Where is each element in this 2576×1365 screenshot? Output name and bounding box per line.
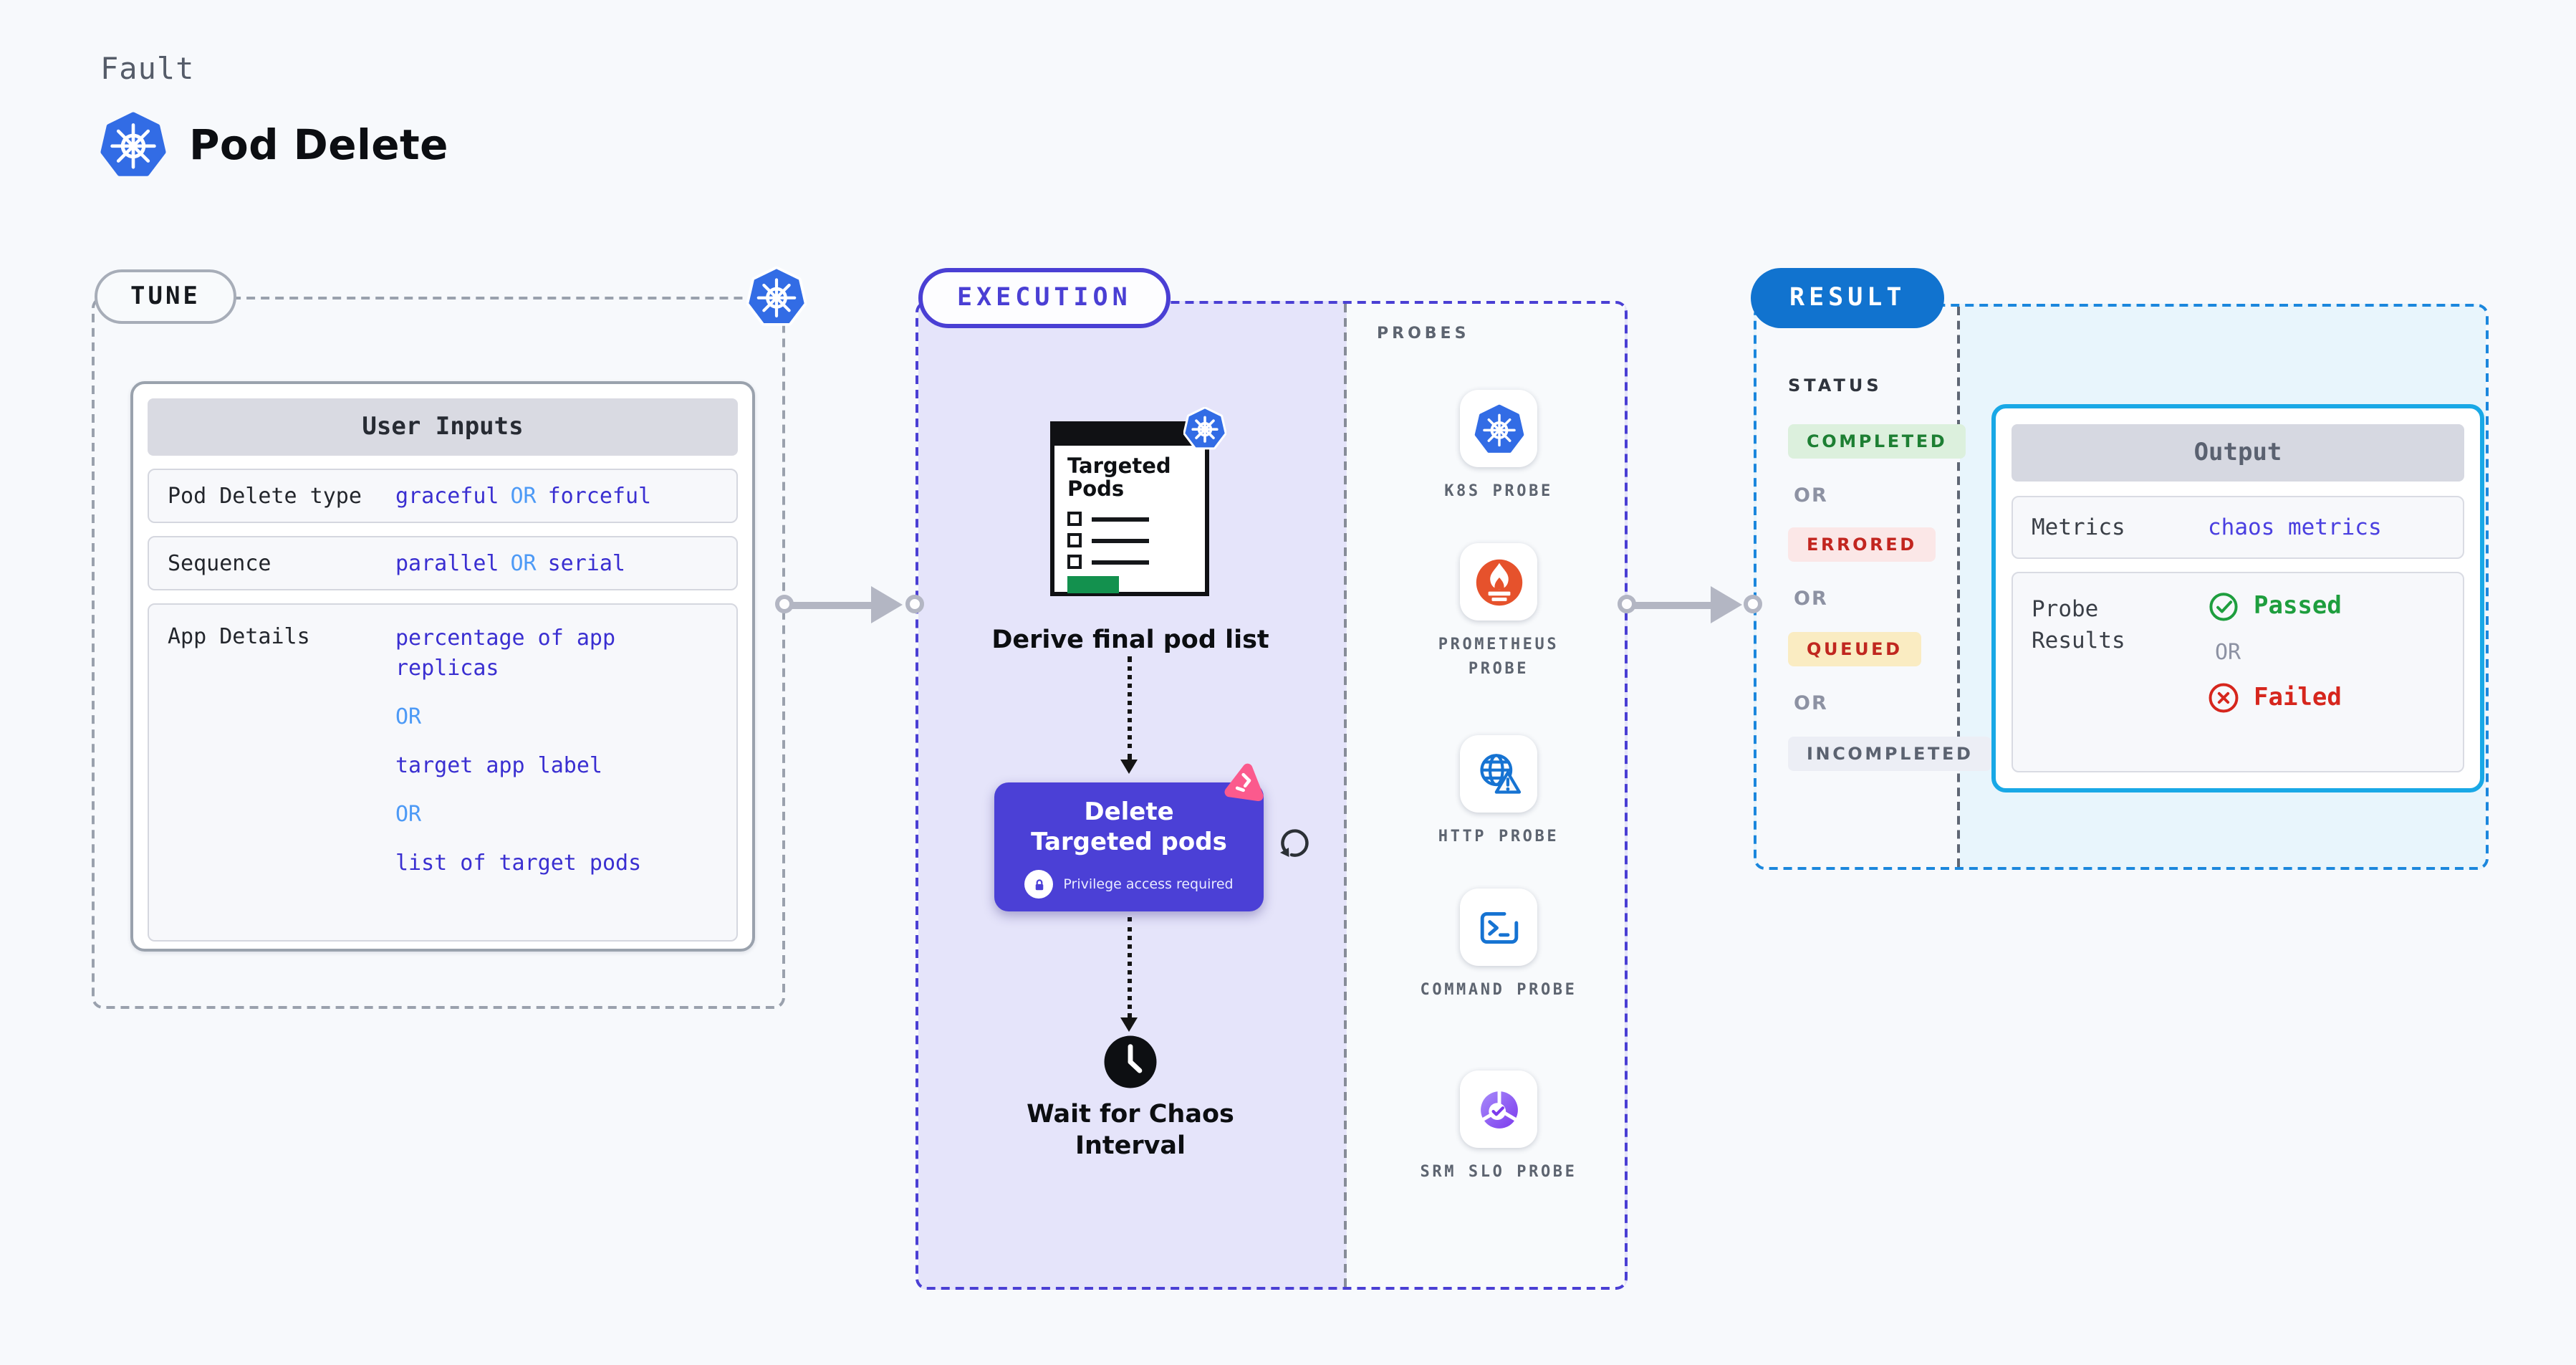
checkbox-icon	[1067, 533, 1082, 548]
tune-box	[92, 297, 785, 1009]
fault-eyebrow: Fault	[100, 52, 195, 86]
targeted-pods-title: Targeted Pods	[1067, 456, 1171, 502]
or-label: OR	[1794, 588, 1828, 610]
or-label: OR	[2215, 639, 2241, 665]
privilege-row: Privilege access required	[994, 870, 1264, 899]
wait-for-chaos-interval-label: Wait for Chaos Interval	[1027, 1101, 1234, 1161]
row-label: Metrics	[2032, 514, 2125, 540]
row-value: percentage of app replicas OR target app…	[395, 625, 642, 876]
litmus-chaos-icon	[1224, 763, 1264, 802]
status-badge-errored: ERRORED	[1788, 527, 1936, 562]
delete-targeted-pods-label: Delete Targeted pods	[1031, 798, 1227, 858]
row-label: Probe Results	[2032, 596, 2125, 654]
probes-title: PROBES	[1377, 324, 1470, 343]
checklist-item	[1067, 512, 1205, 527]
pod-checklist	[1054, 512, 1205, 570]
execution-badge: EXECUTION	[918, 268, 1171, 328]
page-header: Pod Delete	[100, 112, 448, 178]
kubernetes-icon	[1183, 407, 1226, 450]
row-label: Pod Delete type	[168, 483, 362, 509]
probe-label: SRM SLO PROBE	[1420, 1162, 1577, 1181]
row-label: App Details	[168, 623, 310, 649]
or-label: OR	[1794, 484, 1828, 507]
status-output-divider	[1957, 307, 1960, 867]
srm-slo-probe-card	[1460, 1071, 1537, 1148]
list-line	[1092, 560, 1149, 565]
arrow-down-icon	[1120, 1017, 1138, 1032]
kubernetes-icon	[100, 112, 166, 176]
list-line	[1092, 539, 1149, 543]
page-title: Pod Delete	[189, 120, 448, 169]
row-label: Sequence	[168, 550, 271, 576]
list-line	[1092, 517, 1149, 522]
status-badge-queued: QUEUED	[1788, 632, 1921, 666]
checkbox-icon	[1067, 555, 1082, 570]
metrics-value: chaos metrics	[2208, 514, 2382, 540]
checkbox-icon	[1067, 512, 1082, 527]
http-globe-warning-icon	[1479, 753, 1521, 793]
failed-line: Failed	[2208, 682, 2342, 714]
probes-divider	[1344, 304, 1347, 1287]
table-row: App Details percentage of app replicas O…	[148, 603, 738, 942]
privilege-label: Privilege access required	[1063, 876, 1234, 892]
k8s-probe-card	[1460, 390, 1537, 467]
slo-donut-check-icon	[1480, 1089, 1517, 1128]
tune-badge: TUNE	[95, 269, 236, 324]
or-label: OR	[1794, 692, 1828, 715]
passed-label: Passed	[2254, 592, 2342, 621]
targeted-pods-card: Targeted Pods	[1050, 421, 1209, 596]
flow-connector	[1128, 917, 1132, 1017]
output-header: Output	[2012, 424, 2464, 482]
flow-connector	[1128, 656, 1132, 760]
probe-label: K8S PROBE	[1444, 482, 1553, 500]
table-row: Metrics chaos metrics	[2012, 496, 2464, 559]
chaos-interval-clock-icon	[1103, 1035, 1158, 1089]
passed-line: Passed	[2208, 590, 2342, 622]
status-title: STATUS	[1788, 375, 1883, 396]
probe-results-values: Passed OR Failed	[2208, 573, 2342, 771]
check-circle-icon	[2209, 593, 2238, 621]
table-row: Probe Results Passed OR Failed	[2012, 572, 2464, 772]
checklist-item	[1067, 533, 1205, 548]
arrow-down-icon	[1120, 760, 1138, 774]
status-badge-completed: COMPLETED	[1788, 424, 1966, 459]
terminal-icon	[1479, 911, 1518, 944]
probe-label: PROMETHEUS PROBE	[1438, 635, 1559, 679]
http-probe-card	[1460, 735, 1537, 813]
retry-loop-icon	[1280, 829, 1309, 857]
status-badge-incompleted: INCOMPLETED	[1788, 737, 1992, 771]
user-inputs-header: User Inputs	[148, 398, 738, 456]
prometheus-icon	[1475, 558, 1522, 605]
derive-final-pod-list-label: Derive final pod list	[991, 626, 1269, 655]
delete-targeted-pods-node: Delete Targeted pods Privilege access re…	[994, 782, 1264, 911]
command-probe-card	[1460, 889, 1537, 966]
output-card: Output Metrics chaos metrics Probe Resul…	[1991, 404, 2484, 792]
kubernetes-icon	[1474, 403, 1524, 452]
x-circle-icon	[2209, 683, 2239, 713]
kubernetes-icon	[746, 267, 807, 326]
progress-bar	[1067, 576, 1119, 594]
failed-label: Failed	[2254, 684, 2342, 712]
result-badge: RESULT	[1751, 268, 1945, 328]
lock-icon	[1024, 870, 1054, 899]
prometheus-probe-card	[1460, 543, 1537, 621]
probe-label: HTTP PROBE	[1438, 827, 1559, 846]
document-titlebar	[1054, 426, 1205, 446]
probe-label: COMMAND PROBE	[1420, 980, 1577, 999]
checklist-item	[1067, 555, 1205, 570]
